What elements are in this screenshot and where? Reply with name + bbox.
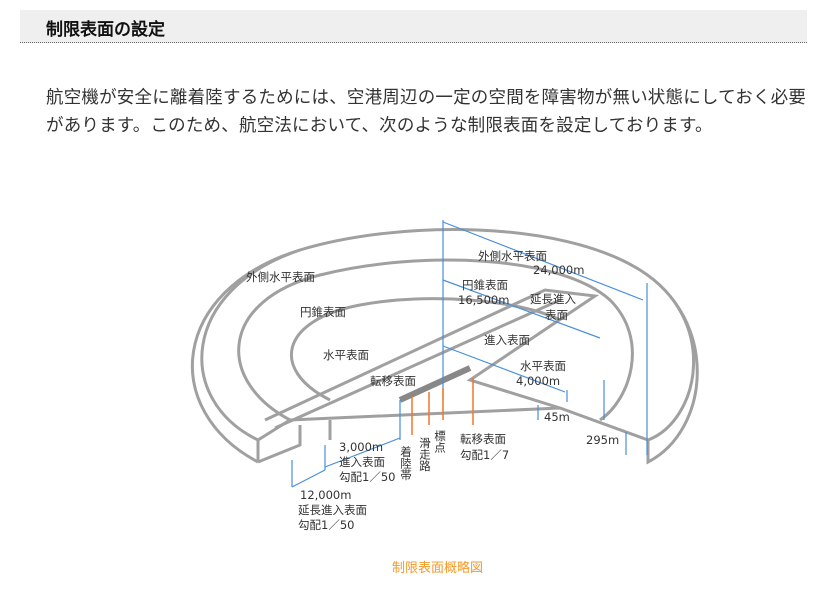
label-approach: 進入表面: [484, 333, 530, 347]
label-ext-dist: 12,000m: [300, 488, 351, 502]
pointer-arrows: [411, 378, 474, 435]
label-strip: 着陸帯: [399, 445, 413, 480]
label-ext-slope: 勾配1／50: [298, 518, 354, 532]
label-outer-horizontal: 外側水平表面: [246, 270, 315, 284]
label-transitional-slope: 勾配1／7: [460, 448, 509, 462]
label-ext-approach-2: 表面: [545, 308, 568, 322]
dimension-lines: [291, 220, 648, 488]
label-approach-slope: 勾配1／50: [339, 470, 395, 484]
figure-caption: 制限表面概略図: [392, 561, 484, 576]
label-runway: 滑走路: [418, 437, 432, 472]
label-horizontal: 水平表面: [323, 348, 369, 362]
label-transitional-b: 転移表面: [460, 432, 506, 446]
label-conical: 円錐表面: [300, 305, 346, 319]
label-conical-r: 円錐表面: [462, 278, 508, 292]
label-horizontal-dist: 4,000m: [516, 374, 560, 388]
label-transitional: 転移表面: [370, 374, 416, 388]
label-outer-dist: 24,000m: [533, 263, 584, 277]
label-datum: 標点: [433, 429, 447, 454]
section-title: 制限表面の設定: [46, 20, 165, 40]
surface-outlines: [190, 228, 699, 465]
label-45m: 45m: [544, 410, 570, 424]
label-horizontal-r: 水平表面: [520, 359, 566, 373]
intro-paragraph: 航空機が安全に離着陸するためには、空港周辺の一定の空間を障害物が無い状態にしてお…: [46, 88, 807, 136]
label-conical-dist: 16,500m: [458, 293, 509, 307]
label-outer-horizontal-r: 外側水平表面: [478, 249, 547, 263]
label-295m: 295m: [586, 433, 619, 447]
label-ext-approach-1: 延長進入: [530, 292, 576, 306]
label-approach-dist: 3,000m: [339, 440, 383, 454]
label-ext-b: 延長進入表面: [298, 503, 367, 517]
label-approach-b: 進入表面: [339, 455, 385, 469]
section-header: 制限表面の設定: [20, 10, 807, 43]
